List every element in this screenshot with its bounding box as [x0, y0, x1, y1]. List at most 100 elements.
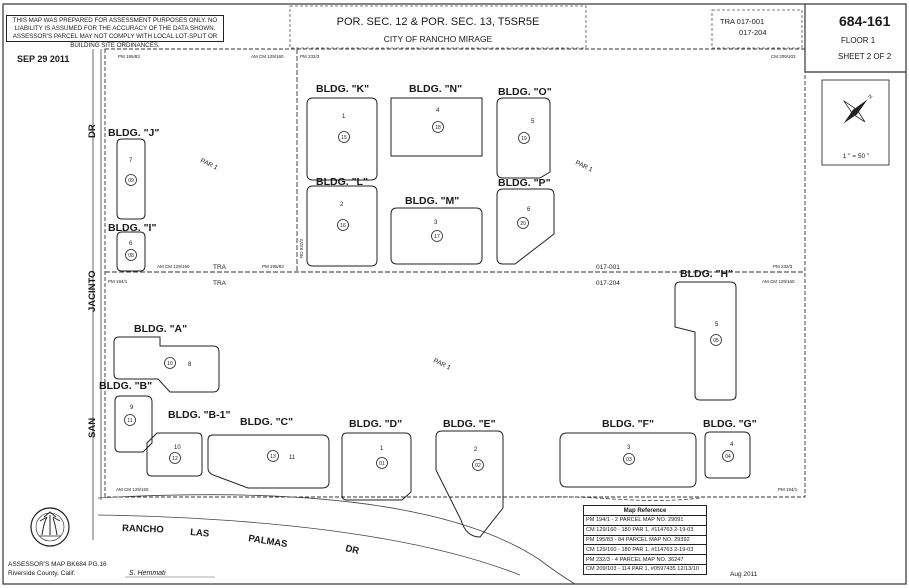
lot-number: 4: [730, 442, 734, 448]
floor-label: FLOOR 1: [841, 36, 876, 45]
footer-county: Riverside County, Calif.: [8, 570, 76, 577]
north-arrow-icon: N: [843, 94, 873, 124]
parcel-boundary: [104, 48, 806, 498]
county-seal-icon: [30, 507, 70, 547]
map-reference-row: PM 194/1 - 2 PARCEL MAP NO. 29091: [583, 515, 707, 526]
map-number: 684-161: [839, 13, 891, 29]
lot-number: 6: [527, 207, 531, 213]
ref-label: RD 932/3: [299, 238, 304, 258]
building-label: BLDG. "B-1": [168, 409, 230, 421]
building-b1: [146, 432, 203, 477]
building-label: BLDG. "A": [134, 323, 187, 335]
lot-number: 1: [342, 114, 346, 120]
parcel-number: 10: [167, 361, 173, 367]
building-g: [704, 431, 751, 479]
north-arrow-box: [821, 79, 890, 166]
lot-number: 1: [380, 446, 384, 452]
parcel-number: 05: [713, 338, 719, 344]
building-f: [559, 432, 697, 488]
parcel-number: 18: [435, 125, 441, 131]
parcel-number: 09: [128, 178, 134, 184]
ref-label: AM CM 129/160: [157, 264, 190, 269]
building-b: [114, 395, 153, 453]
map-reference-row: PM 232/3 - 4 PARCEL MAP NO. 36247: [583, 554, 707, 565]
building-label: BLDG. "I": [108, 222, 156, 234]
lot-number: 11: [289, 455, 296, 461]
lot-number: 9: [130, 405, 134, 411]
scale-label: 1 " = 50 ": [843, 153, 870, 160]
lot-number: 5: [531, 119, 535, 125]
map-reference-row: CM 129/160 - 180 PAR 1, #114763 2-19-03: [583, 544, 707, 556]
tra-lower: 017-204: [596, 280, 620, 287]
building-label: BLDG. "D": [349, 418, 402, 430]
footer-map-ref: ASSESSOR'S MAP BK684 PG.16: [8, 561, 107, 568]
building-l: [306, 185, 378, 267]
lot-number: 4: [436, 108, 440, 114]
map-frame: [2, 3, 907, 585]
parcel-number: 02: [475, 463, 481, 469]
lot-number: 2: [474, 447, 478, 453]
street-name: DR: [87, 124, 98, 138]
building-h: [674, 281, 737, 401]
sheet-label: SHEET 2 OF 2: [838, 52, 892, 61]
parcel-number: 12: [172, 456, 178, 462]
ref-label: PM 195/83: [262, 264, 284, 269]
parcel-label: PAR 1: [574, 159, 594, 173]
building-k: [306, 97, 378, 181]
parcel-number: 13: [270, 454, 276, 460]
building-e: [435, 430, 504, 538]
building-label: BLDG. "M": [405, 195, 459, 207]
parcel-number: 11: [127, 418, 132, 424]
building-label: BLDG. "O": [498, 86, 552, 98]
parcel-number: 15: [341, 135, 347, 141]
lot-number: 3: [627, 445, 631, 451]
svg-text:N: N: [866, 94, 873, 101]
building-j: [116, 138, 146, 220]
building-label: BLDG. "L": [316, 176, 368, 188]
ref-label: AM CM 129/160: [251, 54, 284, 59]
lot-number: 6: [129, 241, 133, 247]
ref-label: PM 232/3: [300, 54, 320, 59]
ref-label: PM 194/1: [778, 487, 798, 492]
street-name: RANCHO: [122, 523, 164, 535]
street-name: DR: [344, 543, 360, 557]
building-label: BLDG. "B": [99, 380, 152, 392]
map-subtitle: CITY OF RANCHO MIRAGE: [384, 34, 493, 44]
tra-upper: 017-001: [596, 264, 620, 271]
map-reference-table: Map Reference PM 194/1 - 2 PARCEL MAP NO…: [583, 505, 707, 575]
signature: S. Hemmati: [129, 570, 166, 577]
lot-number: 2: [340, 202, 344, 208]
tra-label: TRA: [213, 280, 227, 287]
building-label: BLDG. "J": [108, 127, 159, 139]
building-label: BLDG. "G": [703, 418, 757, 430]
lot-number: 3: [434, 220, 438, 226]
building-label: BLDG. "P": [498, 177, 551, 189]
parcel-label: PAR 1: [199, 157, 219, 171]
building-o: [496, 97, 551, 179]
building-label: BLDG. "E": [443, 418, 496, 430]
building-i: [116, 231, 146, 272]
parcel-number: 20: [520, 221, 526, 227]
building-n: [390, 97, 483, 157]
ref-label: CM 209/103: [771, 54, 796, 59]
tra-number: TRA 017-001: [720, 17, 764, 26]
building-p: [496, 188, 555, 265]
ref-label: PM 232/3: [773, 264, 793, 269]
building-label: BLDG. "F": [602, 418, 654, 430]
ref-label: AM CM 129/160: [762, 279, 795, 284]
tra-label: TRA: [213, 264, 227, 271]
building-label: BLDG. "N": [409, 83, 462, 95]
street-name: LAS: [190, 527, 210, 540]
lot-number: 10: [174, 445, 181, 451]
building-label: BLDG. "K": [316, 83, 369, 95]
building-label: BLDG. "H": [680, 268, 733, 280]
parcel-label: PAR 1: [432, 357, 452, 371]
building-a: [113, 336, 220, 393]
parcel-number: 04: [725, 454, 731, 460]
ref-label: PM 195/83: [118, 54, 140, 59]
map-reference-title: Map Reference: [583, 505, 707, 516]
parcel-number: 17: [434, 234, 440, 240]
parcel-number: 19: [521, 136, 527, 142]
parcel-number: 03: [626, 457, 632, 463]
building-m: [390, 207, 483, 265]
